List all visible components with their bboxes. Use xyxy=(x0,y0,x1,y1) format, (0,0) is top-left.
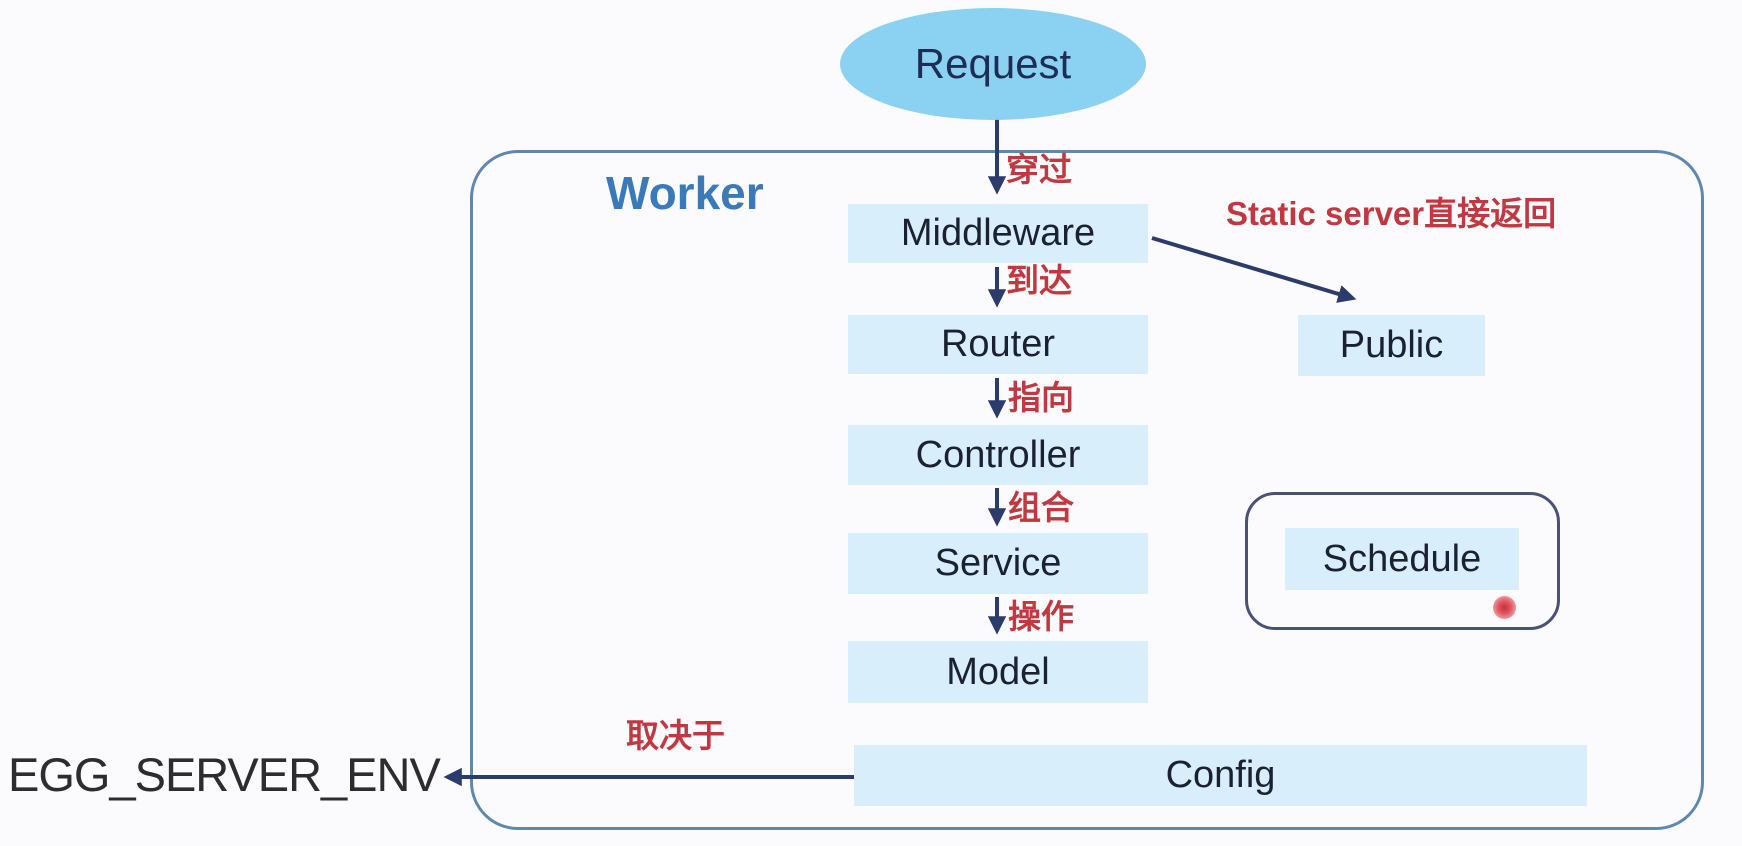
edge-label-pass-through: 穿过 xyxy=(1006,151,1072,188)
middleware-label: Middleware xyxy=(900,212,1096,254)
router-label: Router xyxy=(940,323,1056,365)
schedule-container-box xyxy=(1245,492,1560,630)
controller-node: Controller xyxy=(848,425,1148,485)
model-node: Model xyxy=(848,641,1148,703)
edge-label-arrive: 到达 xyxy=(1006,262,1072,299)
middleware-node: Middleware xyxy=(848,204,1148,263)
config-node: Config xyxy=(854,745,1587,806)
config-label: Config xyxy=(1165,754,1276,796)
edge-label-point-to: 指向 xyxy=(1008,379,1074,416)
edge-label-compose: 组合 xyxy=(1008,489,1074,526)
request-label: Request xyxy=(914,40,1072,87)
worker-container-box xyxy=(470,150,1704,830)
egg-server-env-label: EGG_SERVER_ENV xyxy=(8,748,441,801)
router-node: Router xyxy=(848,315,1148,374)
schedule-label: Schedule xyxy=(1322,537,1482,580)
service-label: Service xyxy=(934,542,1062,584)
service-node: Service xyxy=(848,533,1148,594)
controller-label: Controller xyxy=(915,433,1081,476)
schedule-node: Schedule xyxy=(1285,528,1519,590)
edge-label-depends-on: 取决于 xyxy=(626,717,725,754)
laser-pointer-dot xyxy=(1493,596,1516,619)
model-label: Model xyxy=(946,650,1050,693)
edge-label-static-server-return: Static server直接返回 xyxy=(1226,195,1557,232)
request-node: Request xyxy=(840,8,1146,120)
edge-label-operate: 操作 xyxy=(1008,598,1074,635)
public-label: Public xyxy=(1339,324,1444,366)
worker-label: Worker xyxy=(606,167,764,219)
public-node: Public xyxy=(1298,315,1485,376)
